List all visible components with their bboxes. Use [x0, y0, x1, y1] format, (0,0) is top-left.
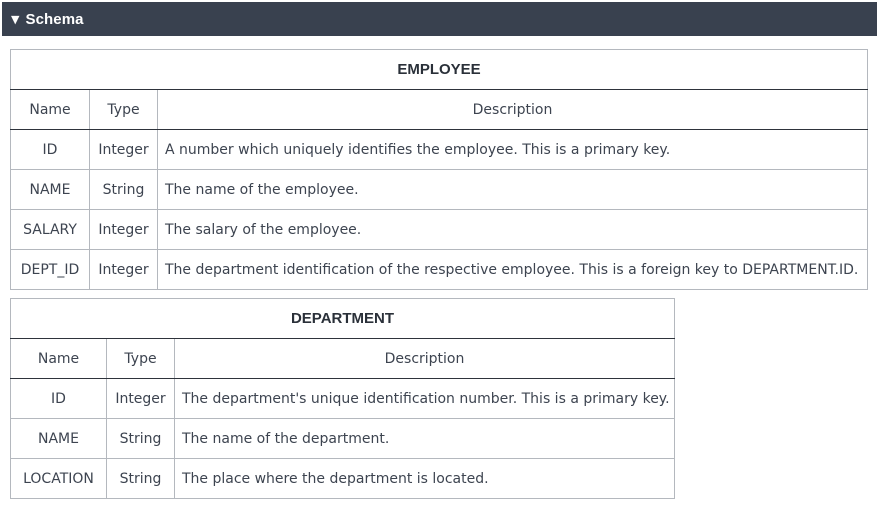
cell-description: The place where the department is locate… — [174, 458, 675, 499]
cell-name: LOCATION — [10, 458, 107, 499]
table-title: DEPARTMENT — [10, 298, 675, 339]
table-row: SALARY Integer The salary of the employe… — [10, 209, 868, 250]
table-row: DEPT_ID Integer The department identific… — [10, 249, 868, 290]
cell-type: Integer — [89, 209, 158, 250]
cell-description: The salary of the employee. — [157, 209, 868, 250]
cell-description: The name of the department. — [174, 418, 675, 459]
table-row: ID Integer A number which uniquely ident… — [10, 129, 868, 170]
cell-type: Integer — [106, 378, 175, 419]
cell-description: The name of the employee. — [157, 169, 868, 210]
employee-table: EMPLOYEE Name Type Description ID Intege… — [10, 49, 868, 290]
cell-name: NAME — [10, 169, 90, 210]
table-row: NAME String The name of the department. — [10, 418, 675, 459]
table-header-row: Name Type Description — [10, 338, 675, 379]
triangle-down-icon[interactable]: ▼ — [11, 12, 20, 26]
cell-name: DEPT_ID — [10, 249, 90, 290]
table-row: NAME String The name of the employee. — [10, 169, 868, 210]
cell-name: ID — [10, 378, 107, 419]
cell-type: Integer — [89, 129, 158, 170]
column-header-type: Type — [106, 338, 175, 379]
column-header-name: Name — [10, 89, 90, 130]
column-header-type: Type — [89, 89, 158, 130]
table-title: EMPLOYEE — [10, 49, 868, 90]
cell-description: The department identification of the res… — [157, 249, 868, 290]
cell-name: NAME — [10, 418, 107, 459]
column-header-description: Description — [157, 89, 868, 130]
schema-section-toggle[interactable]: ▼ Schema — [2, 2, 877, 36]
schema-title: Schema — [25, 10, 84, 28]
cell-type: String — [106, 458, 175, 499]
cell-name: ID — [10, 129, 90, 170]
table-header-row: Name Type Description — [10, 89, 868, 130]
department-table: DEPARTMENT Name Type Description ID Inte… — [10, 298, 675, 499]
table-row: LOCATION String The place where the depa… — [10, 458, 675, 499]
cell-type: Integer — [89, 249, 158, 290]
column-header-description: Description — [174, 338, 675, 379]
cell-name: SALARY — [10, 209, 90, 250]
cell-description: A number which uniquely identifies the e… — [157, 129, 868, 170]
cell-type: String — [89, 169, 158, 210]
cell-type: String — [106, 418, 175, 459]
table-row: ID Integer The department's unique ident… — [10, 378, 675, 419]
column-header-name: Name — [10, 338, 107, 379]
cell-description: The department's unique identification n… — [174, 378, 675, 419]
